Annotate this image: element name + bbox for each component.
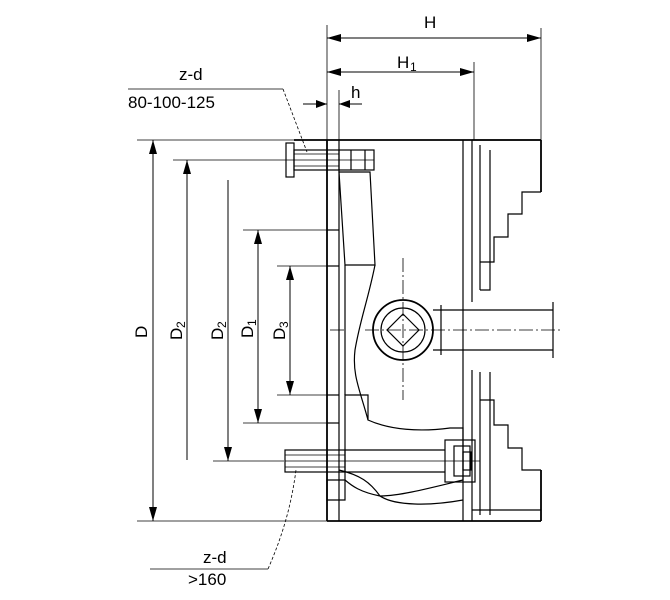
dim-D2-right-sub: 2 [215, 321, 229, 328]
note-top-sizes: 80-100-125 [128, 93, 215, 112]
dim-D3-label: D [270, 328, 289, 340]
note-bottom-zd: z-d [203, 548, 227, 567]
note-bottom: z-d >160 [150, 469, 297, 589]
dim-H1-label: H [397, 53, 409, 72]
center-pinion [365, 258, 560, 400]
dim-D2-right: D 2 [208, 180, 284, 462]
dim-D1-label: D [238, 326, 257, 338]
dim-D-label: D [132, 326, 151, 338]
jaw-upper [462, 139, 541, 302]
dim-D1: D 1 [238, 229, 327, 424]
dim-D2-left: D 2 [167, 159, 294, 460]
upper-bolt [285, 142, 375, 178]
lower-bolt [284, 439, 480, 483]
dim-D2-right-label: D [208, 328, 227, 340]
dim-h: h [303, 83, 362, 160]
dim-D3: D 3 [270, 265, 327, 396]
dim-D2-left-sub: 2 [174, 321, 188, 328]
dim-D: D [132, 139, 327, 522]
dim-H1: H 1 [327, 53, 475, 140]
dim-H1-sub: 1 [410, 60, 417, 74]
jaw-lower [462, 358, 541, 521]
note-top-zd: z-d [179, 65, 203, 84]
dim-D3-sub: 3 [277, 321, 291, 328]
section-hatch-upper [338, 171, 376, 421]
dim-H-label: H [424, 13, 436, 32]
dim-D2-left-label: D [167, 328, 186, 340]
chuck-body [294, 139, 542, 522]
dim-h-label: h [351, 83, 360, 102]
note-top: z-d 80-100-125 [128, 65, 308, 153]
section-hatch-lower [326, 394, 464, 505]
note-bottom-sizes: >160 [188, 570, 226, 589]
dim-H: H [326, 13, 542, 160]
dim-D1-sub: 1 [245, 319, 259, 326]
